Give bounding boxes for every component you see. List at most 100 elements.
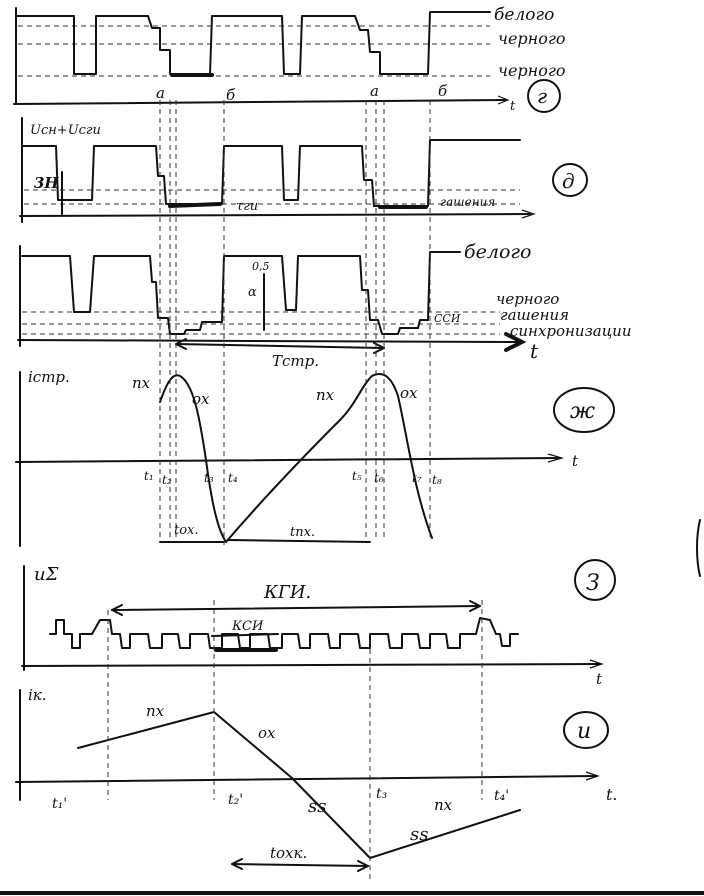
mark-b: б — [438, 82, 448, 100]
level-label-black: черного — [496, 290, 559, 308]
sgi-label: ССИ — [434, 312, 461, 325]
amp-small-label: 0,5 — [252, 260, 270, 273]
reverse-label: ох — [258, 724, 276, 742]
mark-b: б — [226, 86, 236, 104]
panel-i-x-axis — [15, 775, 597, 783]
tick-label: t₃ — [204, 471, 214, 485]
t-ox-label: tохк. — [270, 844, 307, 862]
panel-z-label: З — [586, 571, 600, 596]
tick-label: t₄' — [494, 788, 509, 804]
panel-e-waveform — [21, 251, 461, 335]
arrowhead — [111, 604, 123, 616]
panel-g-label: г — [537, 84, 547, 108]
panel-d-x-axis — [19, 213, 531, 217]
panel-d: Uсн+Uсги 3Н τги гашения д — [19, 117, 588, 223]
t-px-label: tпх. — [290, 525, 315, 540]
ss-label: ss — [410, 824, 428, 845]
level-label-blanking: гашения — [500, 306, 569, 324]
t-ox-arrow — [231, 863, 369, 867]
tick-label: t₄ — [228, 471, 238, 485]
panel-i-axis-label: t. — [606, 785, 618, 804]
kci-arrow — [211, 633, 279, 637]
blanking-level-label: гашения — [440, 195, 495, 209]
forward-label: пх — [132, 374, 151, 392]
blanking-segment — [168, 202, 222, 208]
panel-i-label-circle — [563, 711, 609, 749]
kgi-label: КГИ. — [263, 582, 311, 603]
current-curve — [159, 373, 433, 543]
panel-d-waveform — [21, 139, 521, 207]
reverse-label: ох — [400, 384, 418, 402]
panel-zh-ylabel: iстр. — [28, 368, 70, 386]
tick-label: t₅ — [352, 469, 362, 483]
amp-label: 3Н — [34, 174, 59, 192]
panel-zh-label-circle — [553, 387, 615, 433]
t-px-arrow — [227, 539, 371, 543]
panel-zh-axis-label: t — [572, 452, 579, 470]
panel-zh-x-axis — [15, 457, 561, 463]
tick-label: t₇ — [412, 471, 422, 485]
projection-lines — [107, 100, 483, 880]
reverse-label: ох — [192, 390, 210, 408]
level-label-sync: синхронизации — [510, 322, 632, 340]
t-ox-label: tох. — [174, 523, 199, 538]
panel-i-axis-arrow — [585, 771, 600, 781]
tick-label: t₈ — [432, 473, 442, 487]
panel-d-axis-arrow — [521, 209, 536, 219]
tick-label: t₃ — [376, 786, 388, 802]
panel-zh: t iстр. пх ох пх ох t₁ t₂ t₃ t₄ t₅ t₆ t₇… — [15, 368, 615, 547]
panel-i: t. iк. пх ох ss пх ss t₁' t₂' t₃ t₄' tох… — [15, 686, 618, 872]
panel-i-ylabel: iк. — [28, 686, 47, 704]
panel-d-label: д — [562, 169, 575, 193]
tick-label: t₁' — [52, 796, 67, 812]
panel-e-x-axis — [17, 339, 521, 343]
arrowhead — [231, 858, 243, 870]
panel-g-waveform — [15, 11, 491, 75]
panel-i-label: и — [577, 719, 591, 744]
mark-a: а — [370, 82, 379, 100]
panel-g-label-circle — [527, 79, 561, 113]
arrowhead — [357, 860, 369, 872]
t-gi-label: τги — [236, 199, 258, 214]
tick-label: t₂ — [162, 473, 172, 487]
tick-label: t₆ — [374, 471, 384, 485]
panel-g-axis-label: t — [510, 99, 516, 114]
panel-zh-axis-arrow — [547, 453, 565, 463]
composite-signal — [49, 617, 519, 649]
panel-z: t uΣ КГИ. КСИ З — [21, 559, 616, 688]
level-label-white: белого — [464, 241, 531, 263]
page-edge-mark — [696, 519, 701, 577]
ss-label: ss — [308, 796, 326, 817]
arrowhead — [469, 600, 481, 612]
t-str-label: Тстр. — [272, 352, 319, 370]
forward-label: пх — [434, 796, 453, 814]
tick-label: t₂' — [228, 792, 243, 808]
panel-z-x-axis — [21, 663, 601, 667]
panel-e-axis-label: t — [530, 339, 539, 363]
tick-label: t₁ — [144, 469, 154, 483]
panel-e-axis-arrow — [504, 332, 527, 352]
panel-z-axis-arrow — [589, 659, 604, 669]
forward-label: пх — [316, 386, 335, 404]
kci-label: КСИ — [231, 619, 264, 634]
panel-z-ylabel: uΣ — [34, 564, 59, 585]
level-label-black: черного — [498, 61, 566, 80]
panel-z-label-circle — [574, 559, 616, 601]
panel-e: t белого черного гашения синхронизации С… — [17, 241, 632, 370]
panel-zh-label: ж — [570, 399, 595, 424]
t-str-arrow — [175, 343, 385, 349]
level-label-black: черного — [498, 29, 566, 48]
panel-g: белого черного черного а б а б t г — [13, 5, 566, 114]
forward-label: пх — [146, 702, 165, 720]
panel-g-x-axis — [13, 99, 506, 105]
amp-mark-label: α — [248, 285, 257, 300]
panel-d-label-circle — [552, 163, 588, 197]
mark-a: а — [156, 84, 165, 102]
panel-z-axis-label: t — [596, 670, 603, 688]
current-curve — [77, 711, 521, 859]
kgi-arrow — [111, 605, 481, 611]
panel-g-axis-arrow — [497, 95, 510, 105]
panel-d-ylabel: Uсн+Uсги — [30, 123, 101, 138]
level-label-white: белого — [494, 5, 554, 25]
